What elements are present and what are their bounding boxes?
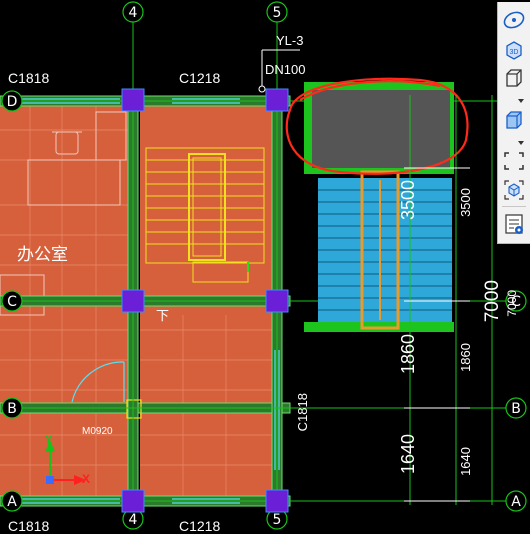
pipe-marker xyxy=(258,49,300,93)
label-c1818-bottom: C1818 xyxy=(8,518,50,534)
stair xyxy=(145,147,265,283)
red-highlight-circle xyxy=(285,77,469,175)
label-c1818-vertical: C1818 xyxy=(295,393,310,432)
axis-label-a: A xyxy=(7,494,17,510)
label-ucs-x: X xyxy=(82,472,91,486)
dim-1860-big: 1860 xyxy=(398,334,418,375)
label-m0920: M0920 xyxy=(82,426,113,437)
zoom-extents-icon[interactable] xyxy=(501,149,527,173)
door-m0920 xyxy=(71,361,142,419)
toolbar-separator xyxy=(502,206,526,207)
axis-label-d: D xyxy=(7,94,18,110)
svg-text:3D: 3D xyxy=(510,49,519,56)
dim-7000-small: 7000 xyxy=(505,290,519,317)
axis-label-b-right: B xyxy=(511,401,521,417)
dimension-lines xyxy=(404,95,498,505)
columns xyxy=(121,88,289,513)
axis-label-4-bottom: 4 xyxy=(129,512,138,528)
dropdown-arrow-icon[interactable] xyxy=(501,92,527,104)
axis-label-5-top: 5 xyxy=(273,5,282,21)
isometric-view-icon[interactable] xyxy=(501,178,527,202)
dim-3500-blue: 3500 xyxy=(398,180,418,221)
view-3d-icon[interactable]: 3D xyxy=(501,38,527,62)
axis-label-4-top: 4 xyxy=(129,5,138,21)
label-c1818-top: C1818 xyxy=(8,70,50,86)
dim-1640-small: 1640 xyxy=(458,447,473,476)
solid-cube-icon[interactable] xyxy=(501,108,527,132)
label-stair-down: 下 xyxy=(156,309,170,324)
axis-label-5-bottom: 5 xyxy=(273,512,282,528)
view-toolbar: 3D xyxy=(497,2,530,244)
axis-label-a-right: A xyxy=(511,494,521,510)
cube-view-icon[interactable] xyxy=(501,66,527,90)
dim-3500-right: 3500 xyxy=(458,188,473,217)
display-settings-icon[interactable] xyxy=(501,212,527,236)
label-c1218-top: C1218 xyxy=(179,70,221,86)
ucs-icon xyxy=(45,440,86,485)
dim-1860-small: 1860 xyxy=(458,343,473,372)
axis-label-b: B xyxy=(7,401,17,417)
label-dn100: DN100 xyxy=(265,62,306,77)
dim-7000-big: 7000 xyxy=(482,280,503,323)
windows xyxy=(20,98,280,504)
label-ucs-y: Y xyxy=(45,434,53,446)
label-c1218-bottom: C1218 xyxy=(179,518,221,534)
axis-label-c: C xyxy=(7,294,17,310)
dropdown-arrow-icon[interactable] xyxy=(501,134,527,146)
water-tank[interactable] xyxy=(304,82,454,332)
orbit-icon[interactable] xyxy=(501,8,527,32)
label-yl3: YL-3 xyxy=(276,33,304,48)
desk-furniture xyxy=(0,111,127,316)
dim-1640-big: 1640 xyxy=(398,434,418,475)
axis-label-c-right: C xyxy=(511,294,521,310)
label-office: 办公室 xyxy=(17,245,68,265)
